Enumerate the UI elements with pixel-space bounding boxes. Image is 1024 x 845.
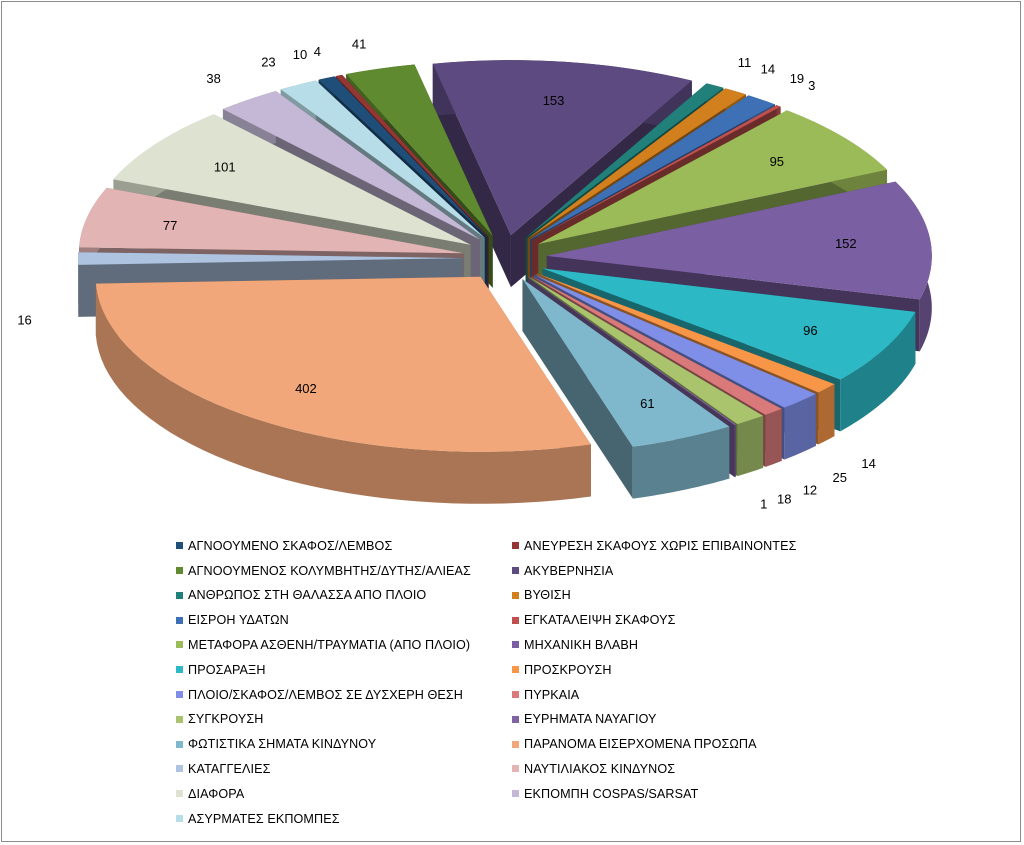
legend-swatch	[176, 616, 183, 624]
legend-swatch	[176, 765, 183, 773]
legend-label: ΕΥΡΗΜΑΤΑ ΝΑΥΑΓΙΟΥ	[524, 712, 657, 727]
data-label-εισροη-υδατων: 19	[790, 71, 804, 86]
legend-item: ΠΑΡΑΝΟΜΑ ΕΙΣΕΡΧΟΜΕΝΑ ΠΡΟΣΩΠΑ	[512, 735, 842, 753]
data-label-ευρηματα-ναυαγιου: 1	[760, 497, 767, 512]
legend-swatch	[176, 740, 183, 748]
legend-label: ΝΑΥΤΙΛΙΑΚΟΣ ΚΙΝΔΥΝΟΣ	[524, 761, 676, 776]
data-label-βυθιση: 14	[761, 62, 775, 77]
legend-item: ΜΗΧΑΝΙΚΗ ΒΛΑΒΗ	[512, 636, 842, 654]
legend-label: ΠΡΟΣΚΡΟΥΣΗ	[524, 662, 612, 677]
legend-label: ΕΓΚΑΤΑΛΕΙΨΗ ΣΚΑΦΟΥΣ	[524, 613, 676, 628]
legend-item: ΜΕΤΑΦΟΡΑ ΑΣΘΕΝΗ/ΤΡΑΥΜΑΤΙΑ (ΑΠΟ ΠΛΟΙΟ)	[176, 636, 506, 654]
pie-data-labels: 10 4 41 153 11 14 19 3 95 152 96 14 25 12 18 1 61 402 16 77…	[17, 37, 875, 512]
legend-label: ΑΓΝΟΟΥΜΕΝΟ ΣΚΑΦΟΣ/ΛΕΜΒΟΣ	[188, 538, 393, 553]
legend-label: ΠΛΟΙΟ/ΣΚΑΦΟΣ/ΛΕΜΒΟΣ ΣΕ ΔΥΣΧΕΡΗ ΘΕΣΗ	[188, 687, 463, 702]
data-label-ναυτιλιακος-κινδυνος: 77	[163, 218, 177, 233]
legend-item: ΑΚΥΒΕΡΝΗΣΙΑ	[512, 562, 842, 580]
data-label-ανευρεση-σκαφους-χωρις-επιβαινοντες: 4	[314, 44, 321, 59]
legend-label: ΔΙΑΦΟΡΑ	[188, 786, 245, 801]
pie-slices	[78, 60, 932, 504]
legend-item: ΠΥΡΚΑΙΑ	[512, 686, 842, 704]
legend-swatch	[176, 715, 183, 723]
legend-item: ΔΙΑΦΟΡΑ	[176, 785, 506, 803]
legend-swatch	[176, 567, 183, 575]
legend-label: ΣΥΓΚΡΟΥΣΗ	[188, 712, 264, 727]
legend-label: ΑΣΥΡΜΑΤΕΣ ΕΚΠΟΜΠΕΣ	[188, 811, 340, 826]
legend-label: ΒΥΘΙΣΗ	[524, 588, 571, 603]
data-label-διαφορα: 101	[214, 159, 236, 174]
legend-label: ΦΩΤΙΣΤΙΚΑ ΣΗΜΑΤΑ ΚΙΝΔΥΝΟΥ	[188, 737, 377, 752]
legend-item: ΑΝΕΥΡΕΣΗ ΣΚΑΦΟΥΣ ΧΩΡΙΣ ΕΠΙΒΑΙΝΟΝΤΕΣ	[512, 537, 842, 555]
legend-swatch	[176, 790, 183, 798]
legend-swatch	[176, 591, 183, 599]
legend-item: ΕΚΠΟΜΠΗ COSPAS/SARSAT	[512, 785, 842, 803]
legend-item: ΕΙΣΡΟΗ ΥΔΑΤΩΝ	[176, 611, 506, 629]
data-label-προσκρουση: 14	[861, 456, 875, 471]
legend-item: ΠΛΟΙΟ/ΣΚΑΦΟΣ/ΛΕΜΒΟΣ ΣΕ ΔΥΣΧΕΡΗ ΘΕΣΗ	[176, 686, 506, 704]
legend-swatch	[176, 815, 183, 823]
data-label-πλοιο-σκαφος-λεμβος-σε-δυσχερη-θεση: 25	[832, 470, 846, 485]
legend-item: ΑΓΝΟΟΥΜΕΝΟ ΣΚΑΦΟΣ/ΛΕΜΒΟΣ	[176, 537, 506, 555]
data-label-μηχανικη-βλαβη: 152	[835, 236, 857, 251]
legend-label: ΑΚΥΒΕΡΝΗΣΙΑ	[524, 563, 614, 578]
legend-swatch	[512, 691, 519, 699]
legend-item: ΑΝΘΡΩΠΟΣ ΣΤΗ ΘΑΛΑΣΣΑ ΑΠΟ ΠΛΟΙΟ	[176, 587, 506, 605]
legend-item: ΕΥΡΗΜΑΤΑ ΝΑΥΑΓΙΟΥ	[512, 711, 842, 729]
legend-swatch	[512, 641, 519, 649]
data-label-εγκαταλειψη-σκαφους: 3	[808, 78, 815, 93]
legend-swatch	[512, 740, 519, 748]
data-label-συγκρουση: 18	[777, 491, 791, 506]
pie-slice-φωτιστικα-σηματα-κινδυνου	[522, 279, 730, 499]
legend-label: ΑΝΕΥΡΕΣΗ ΣΚΑΦΟΥΣ ΧΩΡΙΣ ΕΠΙΒΑΙΝΟΝΤΕΣ	[524, 538, 797, 553]
legend-swatch	[512, 765, 519, 773]
legend-swatch	[176, 691, 183, 699]
legend-label: ΠΑΡΑΝΟΜΑ ΕΙΣΕΡΧΟΜΕΝΑ ΠΡΟΣΩΠΑ	[524, 737, 757, 752]
legend-label: ΠΥΡΚΑΙΑ	[524, 687, 580, 702]
data-label-μεταφορα-ασθενη-τραυματια-απο-πλοιο: 95	[770, 154, 784, 169]
pie-slice-παρανομα-εισερχομενα-προσωπα	[95, 276, 591, 504]
legend-item: ΦΩΤΙΣΤΙΚΑ ΣΗΜΑΤΑ ΚΙΝΔΥΝΟΥ	[176, 735, 506, 753]
legend-swatch	[512, 591, 519, 599]
legend-item: ΝΑΥΤΙΛΙΑΚΟΣ ΚΙΝΔΥΝΟΣ	[512, 760, 842, 778]
legend-swatch	[176, 666, 183, 674]
legend-item: ΕΓΚΑΤΑΛΕΙΨΗ ΣΚΑΦΟΥΣ	[512, 611, 842, 629]
legend-swatch	[512, 616, 519, 624]
chart-legend: ΑΓΝΟΟΥΜΕΝΟ ΣΚΑΦΟΣ/ΛΕΜΒΟΣ ΑΝΕΥΡΕΣΗ ΣΚΑΦΟΥΣ…	[176, 537, 876, 827]
data-label-ακυβερνησια: 153	[543, 93, 565, 108]
legend-label: ΠΡΟΣΑΡΑΞΗ	[188, 662, 266, 677]
legend-label: ΑΓΝΟΟΥΜΕΝΟΣ ΚΟΛΥΜΒΗΤΗΣ/ΔΥΤΗΣ/ΑΛΙΕΑΣ	[188, 563, 471, 578]
legend-swatch	[512, 715, 519, 723]
data-label-αγνοουμενο-σκαφος-λεμβος: 10	[293, 47, 307, 62]
legend-label: ΜΕΤΑΦΟΡΑ ΑΣΘΕΝΗ/ΤΡΑΥΜΑΤΙΑ (ΑΠΟ ΠΛΟΙΟ)	[188, 637, 471, 652]
legend-swatch	[176, 641, 183, 649]
legend-swatch	[176, 542, 183, 550]
data-label-φωτιστικα-σηματα-κινδυνου: 61	[640, 396, 654, 411]
legend-swatch	[512, 567, 519, 575]
data-label-πυρκαια: 12	[803, 482, 817, 497]
legend-item: ΑΣΥΡΜΑΤΕΣ ΕΚΠΟΜΠΕΣ	[176, 810, 506, 828]
data-label-εκπομπη-cospas-sarsat: 38	[206, 71, 220, 86]
data-label-παρανομα-εισερχομενα-προσωπα: 402	[295, 381, 317, 396]
legend-label: ΕΚΠΟΜΠΗ COSPAS/SARSAT	[524, 786, 699, 801]
legend-item: ΑΓΝΟΟΥΜΕΝΟΣ ΚΟΛΥΜΒΗΤΗΣ/ΔΥΤΗΣ/ΑΛΙΕΑΣ	[176, 562, 506, 580]
data-label-ανθρωπος-στη-θαλασσα-απο-πλοιο: 11	[738, 55, 752, 70]
legend-item: ΣΥΓΚΡΟΥΣΗ	[176, 711, 506, 729]
legend-label: ΑΝΘΡΩΠΟΣ ΣΤΗ ΘΑΛΑΣΣΑ ΑΠΟ ΠΛΟΙΟ	[188, 588, 427, 603]
legend-item: ΒΥΘΙΣΗ	[512, 587, 842, 605]
legend-label: ΜΗΧΑΝΙΚΗ ΒΛΑΒΗ	[524, 637, 639, 652]
data-label-προσαραξη: 96	[803, 323, 817, 338]
legend-label: ΕΙΣΡΟΗ ΥΔΑΤΩΝ	[188, 613, 289, 628]
legend-swatch	[512, 666, 519, 674]
legend-swatch	[512, 790, 519, 798]
data-label-καταγγελιες: 16	[17, 313, 31, 328]
legend-item: ΠΡΟΣΚΡΟΥΣΗ	[512, 661, 842, 679]
pie-chart: 10 4 41 153 11 14 19 3 95 152 96 14 25 12 18 1 61 402 16 77…	[17, 37, 932, 512]
data-label-αγνοουμενος-κολυμβητης-δυτης-αλιεας: 41	[352, 37, 366, 52]
legend-swatch	[512, 542, 519, 550]
legend-item: ΠΡΟΣΑΡΑΞΗ	[176, 661, 506, 679]
legend-item: ΚΑΤΑΓΓΕΛΙΕΣ	[176, 760, 506, 778]
legend-label: ΚΑΤΑΓΓΕΛΙΕΣ	[188, 761, 271, 776]
data-label-ασυρματες-εκπομπες: 23	[261, 54, 275, 69]
